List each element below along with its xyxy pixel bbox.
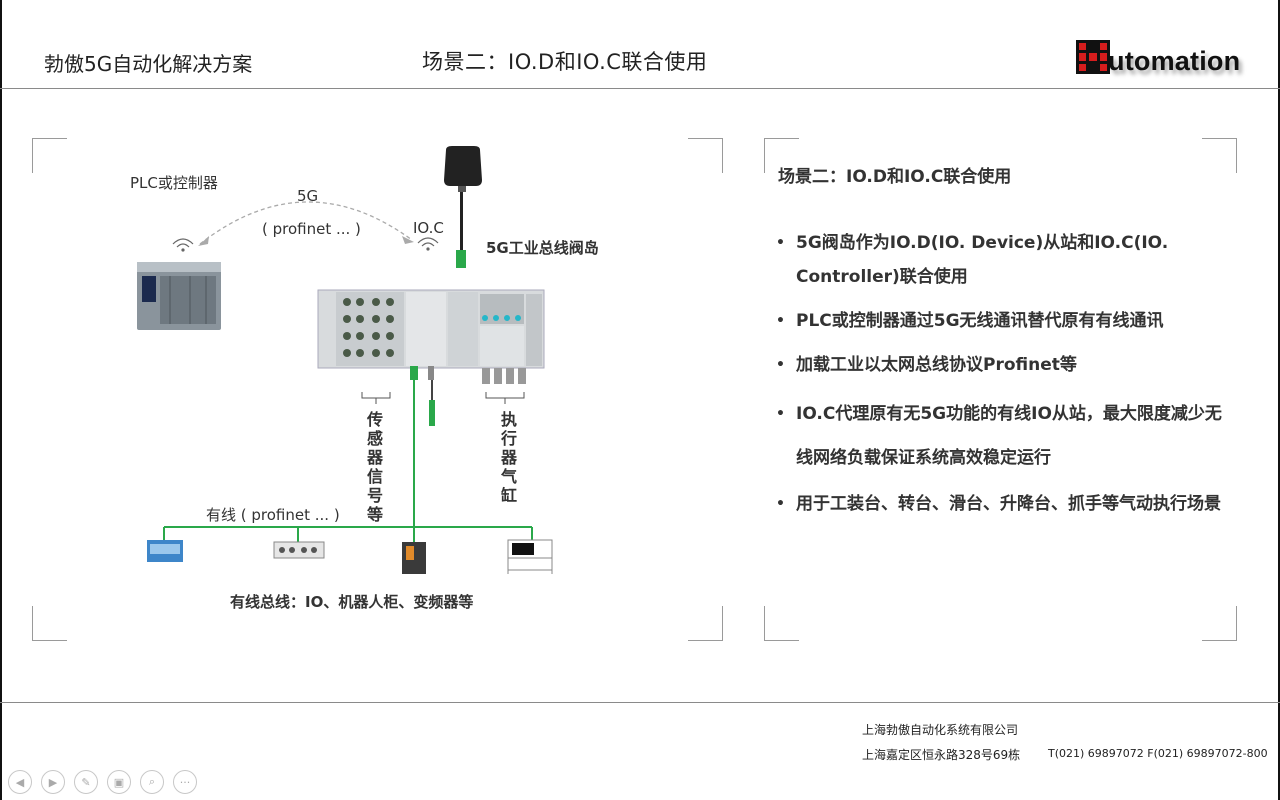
slide-border-right bbox=[1278, 0, 1280, 800]
plc-label: PLC或控制器 bbox=[130, 174, 218, 192]
wifi-icon-ioc bbox=[417, 237, 439, 251]
panel-corner bbox=[1202, 138, 1237, 173]
list-item: 用于工装台、转台、滑台、升降台、抓手等气动执行场景 bbox=[776, 482, 1226, 526]
wifi-icon-plc bbox=[172, 238, 194, 252]
slide-title: 场景二：IO.D和IO.C联合使用 bbox=[422, 50, 708, 74]
company-address: 上海嘉定区恒永路328号69栋 bbox=[862, 748, 1021, 762]
automation-logo: utomation bbox=[1076, 38, 1246, 90]
bus-devices-label: 有线总线：IO、机器人柜、变频器等 bbox=[230, 593, 474, 611]
slides-icon[interactable]: ▣ bbox=[107, 770, 131, 794]
panel-corner bbox=[688, 606, 723, 641]
cable-stub bbox=[429, 400, 435, 426]
panel-corner bbox=[688, 138, 723, 173]
wireless-link-arc bbox=[199, 201, 413, 245]
panel-corner bbox=[1202, 606, 1237, 641]
slide-border-left bbox=[0, 0, 2, 800]
ioc-label: IO.C bbox=[413, 219, 444, 237]
sensor-signal-label: 传感器信号等 bbox=[366, 410, 383, 524]
panel-corner bbox=[32, 138, 67, 173]
next-icon[interactable]: ▶ bbox=[41, 770, 65, 794]
more-icon[interactable]: ··· bbox=[173, 770, 197, 794]
prev-icon[interactable]: ◀ bbox=[8, 770, 32, 794]
footer-divider bbox=[0, 702, 1280, 703]
fiveg-label: 5G bbox=[297, 187, 319, 205]
company-name: 上海勃傲自动化系统有限公司 bbox=[862, 723, 1019, 737]
actuator-label: 执行器气缸 bbox=[500, 410, 517, 505]
list-item: 5G阀岛作为IO.D(IO. Device)从站和IO.C(IO. Contro… bbox=[776, 226, 1226, 294]
list-item: 加载工业以太网总线协议Profinet等 bbox=[776, 348, 1226, 382]
valve-island-label: 5G工业总线阀岛 bbox=[486, 239, 599, 257]
antenna-image bbox=[444, 146, 482, 268]
pen-icon[interactable]: ✎ bbox=[74, 770, 98, 794]
logo-mark-icon bbox=[1076, 40, 1110, 74]
arrow-left-icon bbox=[198, 236, 209, 246]
valve-island-image bbox=[317, 289, 545, 384]
logo-text: utomation bbox=[1108, 46, 1241, 76]
solution-title: 勃傲5G自动化解决方案 bbox=[44, 52, 253, 76]
list-item: PLC或控制器通过5G无线通讯替代原有有线通讯 bbox=[776, 304, 1226, 338]
header-divider bbox=[0, 88, 1280, 89]
presentation-toolbar: ◀ ▶ ✎ ▣ ⌕ ··· bbox=[8, 770, 197, 794]
zoom-icon[interactable]: ⌕ bbox=[140, 770, 164, 794]
frequency-converter-image bbox=[507, 539, 553, 574]
panel-corner bbox=[764, 606, 799, 641]
feature-list: 5G阀岛作为IO.D(IO. Device)从站和IO.C(IO. Contro… bbox=[776, 226, 1226, 528]
wired-profinet-label: 有线 ( profinet ... ) bbox=[206, 506, 340, 524]
company-phone: T(021) 69897072 F(021) 69897072-800 bbox=[1048, 747, 1268, 760]
arrow-right-icon bbox=[402, 236, 414, 244]
panel-title: 场景二：IO.D和IO.C联合使用 bbox=[778, 167, 1012, 187]
io-module-image bbox=[147, 540, 183, 562]
panel-corner bbox=[32, 606, 67, 641]
list-item: IO.C代理原有无5G功能的有线IO从站，最大限度减少无线网络负载保证系统高效稳… bbox=[776, 392, 1226, 480]
robot-cabinet-image bbox=[402, 542, 426, 574]
panel-corner bbox=[764, 138, 799, 173]
io-block-image bbox=[273, 541, 325, 559]
sensor-bracket bbox=[361, 392, 391, 404]
actuator-bracket bbox=[485, 392, 525, 404]
cable-stub bbox=[431, 380, 433, 400]
profinet-label: ( profinet ... ) bbox=[262, 220, 361, 238]
network-diagram bbox=[137, 146, 553, 574]
plc-controller-image bbox=[137, 262, 221, 330]
